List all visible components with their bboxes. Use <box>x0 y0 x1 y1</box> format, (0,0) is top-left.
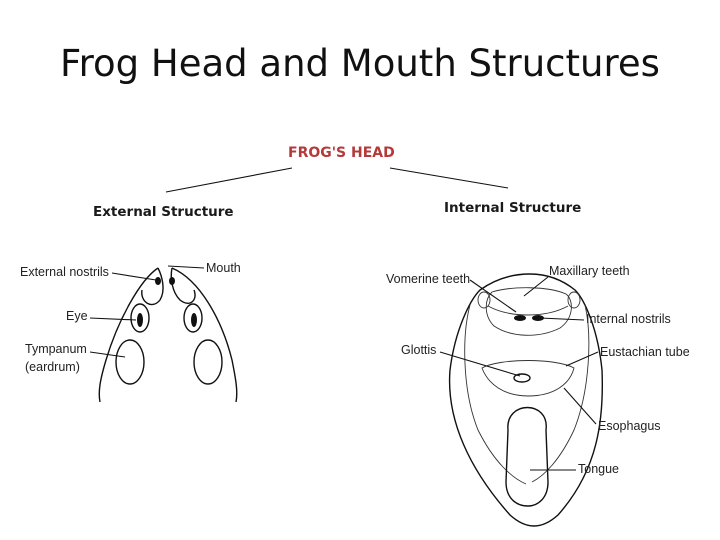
glottis-slit <box>513 373 531 383</box>
external-head-drawing <box>98 267 238 403</box>
leader-tympanum <box>89 351 126 358</box>
label-glottis: Glottis <box>401 343 436 357</box>
snout-right <box>170 267 196 304</box>
label-eardrum: (eardrum) <box>25 360 80 374</box>
branch-line-left <box>165 167 293 193</box>
label-mouth: Mouth <box>206 261 241 275</box>
internal-nostril-right <box>532 315 544 321</box>
branch-line-right <box>389 167 509 189</box>
leader-esophagus <box>563 387 597 425</box>
label-eustachian-tube: Eustachian tube <box>600 345 690 359</box>
inner-jaw-left <box>464 304 527 485</box>
leader-maxillary-teeth <box>523 276 549 297</box>
eye-bulge-right <box>567 291 581 309</box>
eye-right <box>183 303 203 333</box>
inner-jaw-right <box>531 304 590 483</box>
leader-mouth <box>167 265 205 269</box>
slide-title: Frog Head and Mouth Structures <box>60 42 660 85</box>
maxillary-teeth-row <box>487 305 569 316</box>
label-esophagus: Esophagus <box>598 419 661 433</box>
label-internal-nostrils: Internal nostrils <box>586 312 671 326</box>
tongue-shape <box>505 406 549 507</box>
eye-left-pupil <box>137 313 143 327</box>
label-vomerine-teeth: Vomerine teeth <box>386 272 470 286</box>
internal-mouth-drawing <box>448 273 604 527</box>
head-outline-left <box>98 267 159 403</box>
tympanum-left <box>115 339 145 385</box>
leader-glottis <box>439 351 521 377</box>
internal-heading: Internal Structure <box>444 200 581 216</box>
main-heading: FROG'S HEAD <box>288 145 395 161</box>
leader-eustachian-tube <box>565 351 599 367</box>
leader-eye <box>89 317 137 321</box>
label-tongue: Tongue <box>578 462 619 476</box>
external-heading: External Structure <box>93 204 234 220</box>
upper-palate <box>485 287 572 336</box>
label-eye: Eye <box>66 309 88 323</box>
eye-right-pupil <box>191 313 197 327</box>
label-external-nostrils: External nostrils <box>20 265 109 279</box>
tympanum-right <box>193 339 223 385</box>
snout-left <box>141 267 164 306</box>
nostril-left <box>155 277 161 285</box>
label-maxillary-teeth: Maxillary teeth <box>549 264 630 278</box>
internal-nostril-left <box>514 315 526 321</box>
nostril-right <box>169 277 175 285</box>
eye-left <box>130 303 150 333</box>
label-tympanum: Tympanum <box>25 342 87 356</box>
leader-external-nostrils <box>111 272 157 281</box>
leader-vomerine-teeth <box>469 279 517 313</box>
leader-internal-nostrils <box>539 317 585 321</box>
esophagus-opening <box>481 360 575 397</box>
mouth-outline <box>448 273 604 527</box>
eye-bulge-left <box>477 291 491 309</box>
head-outline-right <box>171 267 238 403</box>
